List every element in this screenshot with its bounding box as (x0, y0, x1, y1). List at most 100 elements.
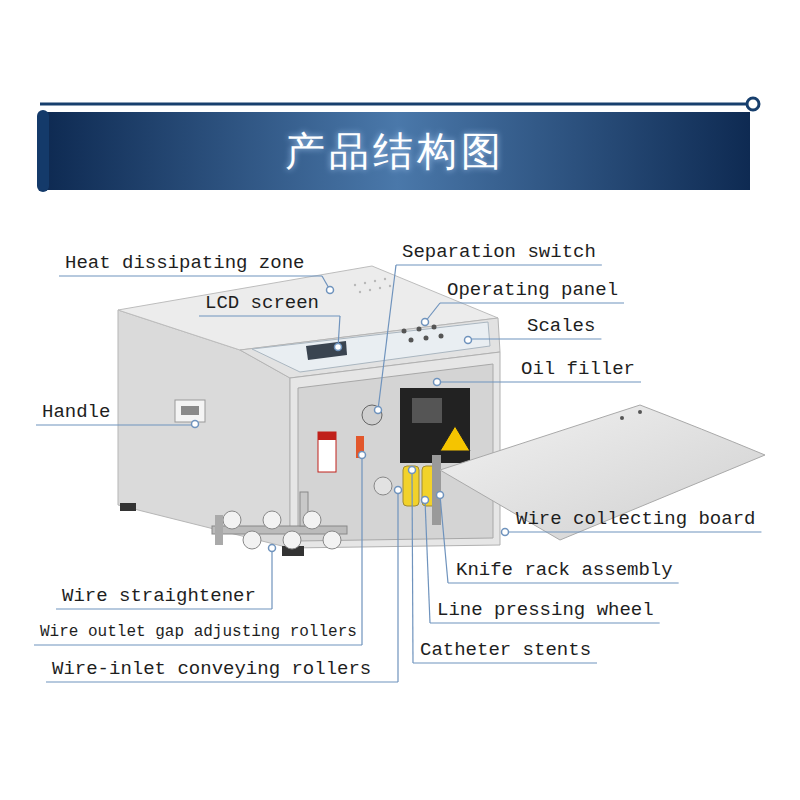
label-underline (199, 315, 340, 316)
part-label: Heat dissipating zone (65, 252, 304, 274)
banner-title: 产品结构图 (45, 112, 745, 190)
knife-block (400, 388, 470, 463)
leader-dot (465, 337, 472, 344)
part-label: LCD screen (205, 292, 319, 314)
tray-hole (638, 410, 642, 414)
label-underline (56, 608, 272, 609)
panel-sticker (252, 322, 490, 372)
leader-dot (335, 344, 342, 351)
part-label: Catheter stents (420, 639, 591, 661)
leader-dot (269, 545, 276, 552)
label-underline (468, 338, 601, 339)
roller (323, 531, 341, 549)
straightener-rollers (223, 511, 341, 549)
pressing-wheel (403, 466, 419, 506)
vent (369, 289, 371, 291)
warning-band (318, 432, 336, 440)
leader-line (378, 265, 396, 410)
tray-hole (620, 416, 624, 420)
part-label: Oil filler (521, 358, 635, 380)
label-underline (36, 424, 195, 425)
part-label: Wire outlet gap adjusting rollers (40, 621, 357, 643)
roller (223, 511, 241, 529)
leader-dot (437, 492, 444, 499)
vent (374, 280, 376, 282)
front-plate (298, 364, 493, 541)
label-underline (59, 275, 322, 276)
part-label: Wire straightener (62, 585, 256, 607)
label-underline (34, 644, 362, 645)
button (432, 325, 437, 330)
roller (263, 511, 281, 529)
handle-grip (181, 406, 199, 415)
button (439, 334, 444, 339)
label-underline (413, 662, 597, 663)
lcd-display (306, 341, 347, 360)
warning-sticker (318, 432, 336, 472)
label-underline (430, 622, 660, 623)
housing-top (118, 266, 498, 350)
part-label: Knife rack assembly (456, 559, 673, 581)
roller-shaft (374, 477, 392, 495)
roller (303, 511, 321, 529)
button (409, 338, 414, 343)
banner-curl (37, 110, 49, 192)
part-label: Wire collecting board (516, 508, 755, 530)
label-underline (396, 264, 602, 265)
part-label: Operating panel (447, 279, 618, 301)
guide-bracket (432, 455, 441, 525)
leader-line (397, 490, 398, 682)
leader-line (412, 470, 413, 663)
leader-dot (359, 452, 366, 459)
label-underline (448, 582, 679, 583)
banner (45, 112, 750, 190)
leader-line (361, 455, 362, 645)
part-label: Scales (527, 315, 595, 337)
handle (175, 400, 205, 422)
part-label: Wire-inlet conveying rollers (52, 658, 371, 680)
leader-dot (327, 287, 334, 294)
leader-dot (375, 407, 382, 414)
leader-line (440, 495, 448, 583)
foot (120, 503, 136, 511)
leader-line (338, 316, 340, 347)
vent (354, 284, 356, 286)
roller (283, 531, 301, 549)
label-underline (505, 531, 761, 532)
vent (389, 285, 391, 287)
button (417, 327, 422, 332)
vent (384, 278, 386, 280)
leader-dot (422, 319, 429, 326)
label-underline (46, 681, 398, 682)
leader-dot (192, 421, 199, 428)
part-label: Line pressing wheel (437, 599, 654, 621)
part-label: Separation switch (402, 241, 596, 263)
label-underline (440, 302, 624, 303)
straightener-clamp (215, 515, 223, 545)
banner-line (40, 103, 748, 106)
vent-holes (354, 278, 391, 293)
banner-curl (747, 98, 759, 110)
button (402, 329, 407, 334)
button (424, 336, 429, 341)
leader-line (271, 548, 272, 609)
leader-line (425, 500, 430, 623)
vent (364, 282, 366, 284)
leader-dot (395, 487, 402, 494)
leader-dot (409, 467, 416, 474)
vent (379, 287, 381, 289)
leader-dot (422, 497, 429, 504)
vent (359, 291, 361, 293)
part-label: Handle (42, 401, 110, 423)
leader-dot (502, 529, 509, 536)
panel-buttons (402, 325, 444, 343)
leader-dot (434, 379, 441, 386)
wire-tray (440, 405, 765, 540)
roller (243, 531, 261, 549)
knife-cover (412, 398, 442, 423)
warning-triangle (440, 426, 470, 451)
label-underline (437, 381, 641, 382)
